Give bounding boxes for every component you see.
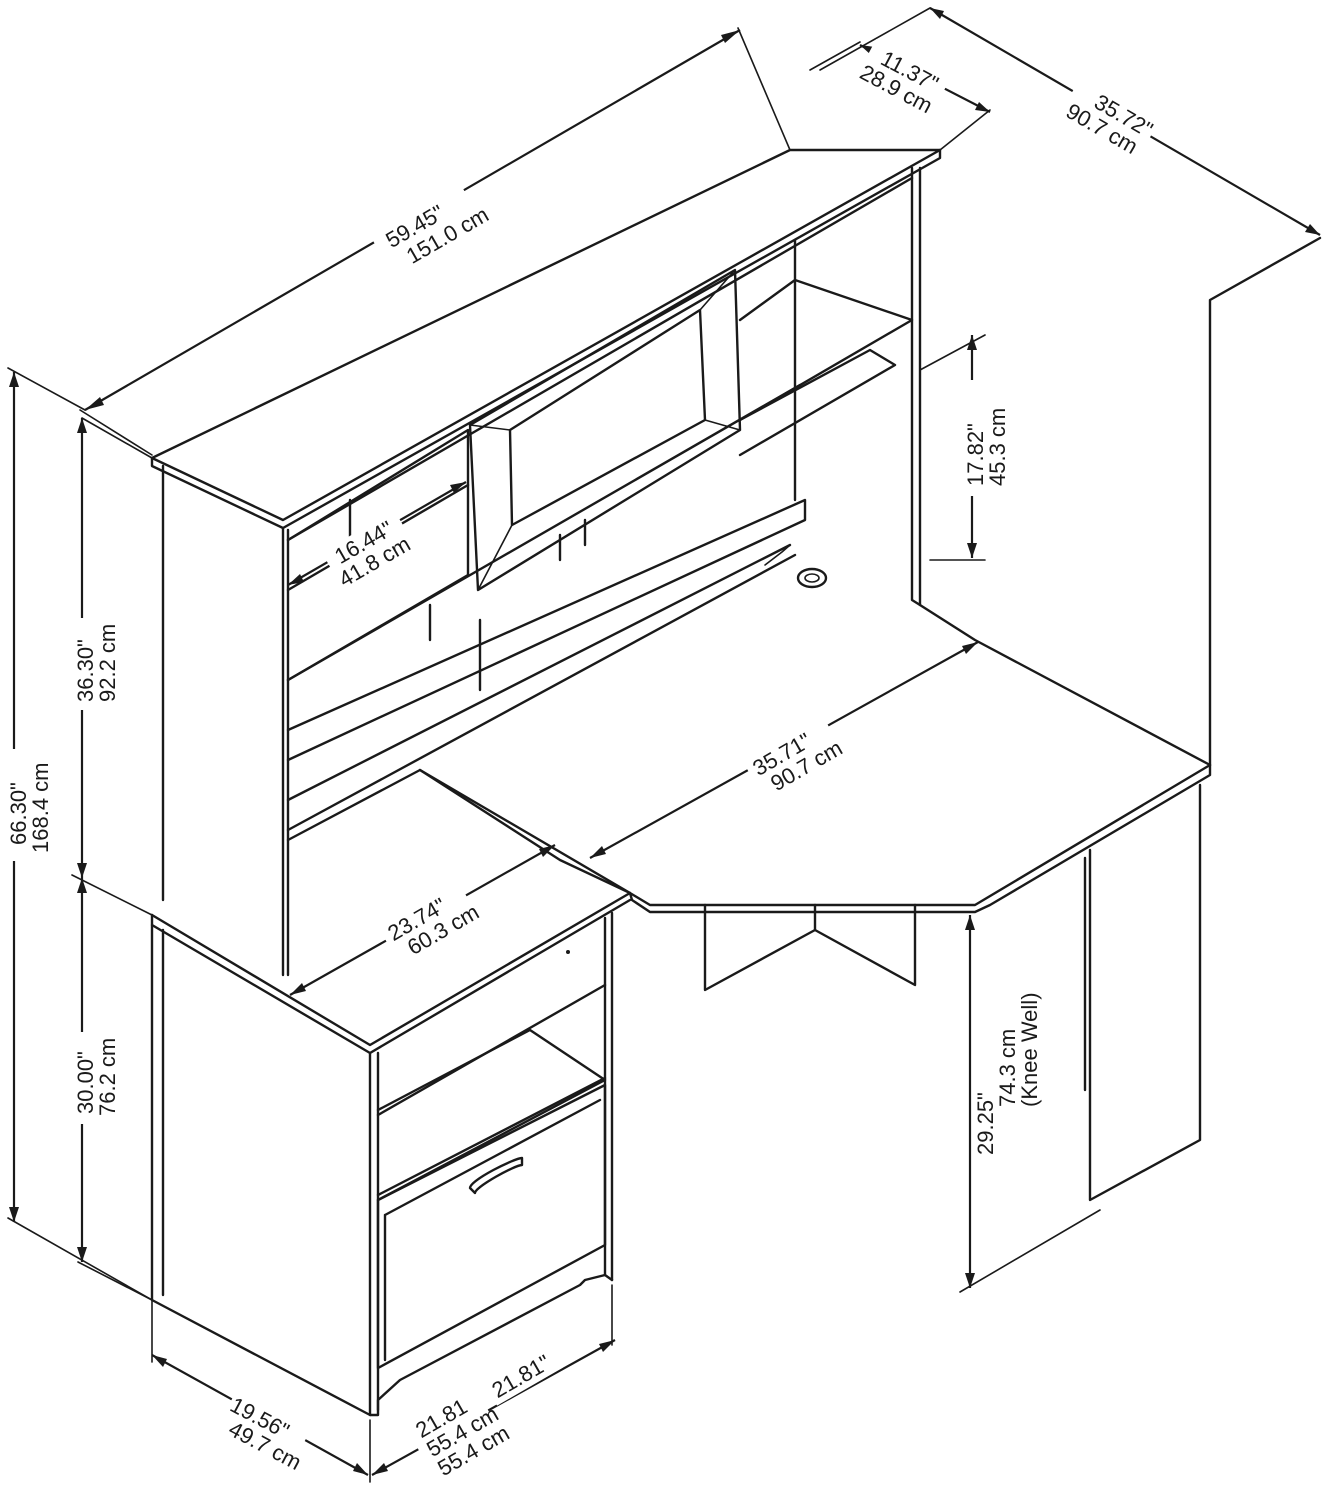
dim-hutch-height-in: 36.30" xyxy=(73,639,98,702)
dim-desk-diagonal: 35.71" 90.7 cm xyxy=(743,716,847,804)
dim-desk-height-in: 30.00" xyxy=(73,1051,98,1114)
dim-shelf-height-cm: 45.3 cm xyxy=(985,408,1010,486)
dimension-labels: 59.45" 151.0 cm 11.37" 28.9 cm 35.72" 90… xyxy=(6,39,1160,1488)
desk-illustration xyxy=(150,148,1322,1417)
dim-overall-height-in: 66.30" xyxy=(6,782,31,845)
dim-pedestal-width-in2: 21.81" xyxy=(488,1350,555,1403)
dim-hutch-height-cm: 92.2 cm xyxy=(95,624,120,702)
dim-pedestal-depth: 19.56" 49.7 cm xyxy=(213,1391,311,1475)
dim-knee-well-cm: 74.3 cm xyxy=(995,1029,1020,1107)
dim-shelf-height: 17.82" 45.3 cm xyxy=(963,380,1010,496)
dim-desk-height-cm: 76.2 cm xyxy=(95,1038,120,1116)
dim-knee-well: 29.25" 74.3 cm (Knee Well) xyxy=(973,992,1042,1160)
dim-shelf-height-in: 17.82" xyxy=(963,423,988,486)
dim-knee-well-in: 29.25" xyxy=(973,1092,998,1155)
dim-overall-height: 66.30" 168.4 cm xyxy=(6,749,53,861)
dim-knee-well-note: (Knee Well) xyxy=(1017,992,1042,1107)
dim-hutch-height: 36.30" 92.2 cm xyxy=(73,618,120,710)
dim-overall-width: 59.45" 151.0 cm xyxy=(369,183,493,281)
dim-pedestal-width-b: 21.81" xyxy=(483,1343,563,1406)
dim-desk-width-right: 35.72" 90.7 cm xyxy=(1057,74,1160,164)
dimension-lines xyxy=(7,7,1321,1483)
dim-overall-height-cm: 168.4 cm xyxy=(28,763,53,854)
dim-desk-height: 30.00" 76.2 cm xyxy=(73,1032,120,1124)
